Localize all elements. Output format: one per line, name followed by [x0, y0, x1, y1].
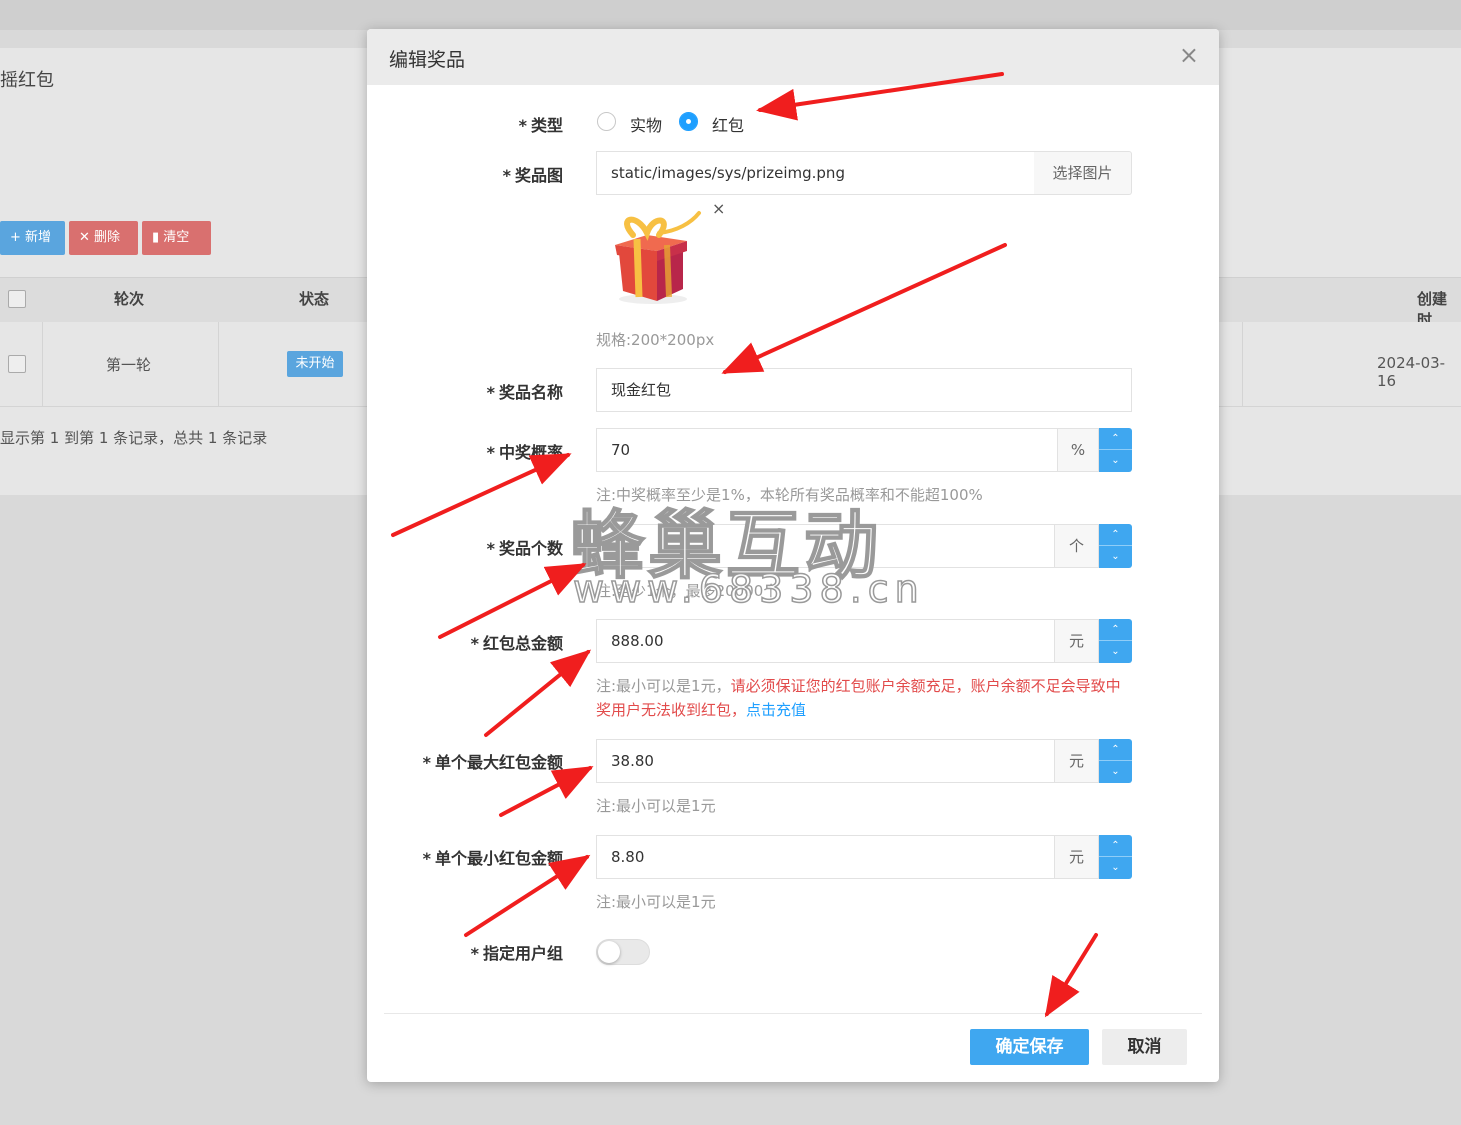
chevron-down-icon[interactable]: ⌄: [1111, 551, 1120, 562]
min-amount-unit: 元: [1055, 835, 1099, 879]
chevron-down-icon[interactable]: ⌄: [1111, 455, 1120, 466]
radio-physical-label[interactable]: 实物: [630, 116, 663, 135]
min-amount-hint: 注:最小可以是1元: [596, 893, 716, 911]
percent-unit: %: [1058, 428, 1099, 472]
total-amount-unit: 元: [1055, 619, 1099, 663]
total-amount-hint: 注:最小可以是1元，请必须保证您的红包账户余额充足，账户余额不足会导致中奖用户无…: [596, 677, 1121, 719]
status-badge: 未开始: [287, 351, 343, 377]
clear-button-label: 清空: [163, 230, 190, 245]
image-path-input[interactable]: static/images/sys/prizeimg.png: [596, 151, 1035, 195]
chevron-up-icon[interactable]: ⌃: [1099, 524, 1132, 546]
save-button[interactable]: 确定保存: [970, 1029, 1089, 1065]
watermark-url: www.68338.cn: [572, 566, 925, 612]
min-amount-label: *单个最小红包金额: [422, 849, 563, 868]
prize-name-label: *奖品名称: [486, 383, 563, 402]
chevron-up-icon[interactable]: ⌃: [1099, 619, 1132, 641]
radio-red-packet-label[interactable]: 红包: [712, 116, 745, 135]
chevron-up-icon[interactable]: ⌃: [1099, 835, 1132, 857]
min-amount-stepper[interactable]: ⌃⌄: [1099, 835, 1132, 879]
delete-button[interactable]: ✕ 删除: [69, 221, 138, 255]
chevron-up-icon[interactable]: ⌃: [1099, 739, 1132, 761]
count-unit: 个: [1055, 524, 1099, 568]
cell-created: 2024-03-16: [1377, 354, 1446, 390]
max-amount-stepper[interactable]: ⌃⌄: [1099, 739, 1132, 783]
recharge-link[interactable]: 点击充值: [746, 701, 807, 719]
gift-image: [615, 211, 701, 304]
radio-red-packet[interactable]: [679, 112, 698, 131]
image-label: *奖品图: [502, 166, 563, 185]
edit-prize-dialog: 编辑奖品 × *类型 实物 红包 *奖品图 static/images/sys/…: [367, 29, 1219, 1082]
dialog-title: 编辑奖品: [389, 49, 466, 71]
chevron-down-icon[interactable]: ⌄: [1111, 646, 1120, 657]
column-header-round: 轮次: [114, 290, 145, 308]
watermark-logo: 蜂巢互动: [569, 502, 882, 590]
clear-button[interactable]: ▮ 清空: [142, 221, 211, 255]
user-group-toggle[interactable]: [596, 939, 650, 965]
probability-label: *中奖概率: [486, 443, 563, 462]
total-amount-label: *红包总金额: [470, 634, 563, 653]
dialog-header: 编辑奖品 ×: [367, 29, 1219, 85]
probability-stepper[interactable]: ⌃⌄: [1099, 428, 1132, 472]
prize-name-input[interactable]: 现金红包: [596, 368, 1132, 412]
close-icon[interactable]: ×: [1178, 41, 1199, 69]
count-stepper[interactable]: ⌃⌄: [1099, 524, 1132, 568]
remove-image-icon[interactable]: ×: [712, 199, 726, 218]
user-group-label: *指定用户组: [470, 944, 563, 963]
add-button[interactable]: + 新增: [0, 221, 65, 255]
column-divider: [218, 322, 219, 406]
top-bar: [0, 0, 1461, 30]
chevron-down-icon[interactable]: ⌄: [1111, 862, 1120, 873]
max-amount-unit: 元: [1055, 739, 1099, 783]
max-amount-label: *单个最大红包金额: [422, 753, 563, 772]
cell-round: 第一轮: [106, 356, 152, 374]
footer-divider: [384, 1013, 1202, 1014]
row-checkbox[interactable]: [8, 355, 26, 373]
column-divider: [42, 322, 43, 406]
radio-physical[interactable]: [597, 112, 616, 131]
total-amount-input[interactable]: 888.00: [596, 619, 1055, 663]
select-all-checkbox[interactable]: [8, 290, 26, 308]
probability-input[interactable]: 70: [596, 428, 1058, 472]
chevron-down-icon[interactable]: ⌄: [1111, 766, 1120, 777]
pagination-info: 显示第 1 到第 1 条记录，总共 1 条记录: [0, 429, 268, 447]
max-amount-input[interactable]: 38.80: [596, 739, 1055, 783]
toggle-knob: [598, 941, 620, 963]
prize-count-input[interactable]: [596, 524, 1055, 568]
count-hint: 注:至少1个，最多20000个: [596, 582, 779, 600]
column-header-status: 状态: [299, 290, 330, 308]
total-amount-stepper[interactable]: ⌃⌄: [1099, 619, 1132, 663]
chevron-up-icon[interactable]: ⌃: [1099, 428, 1132, 450]
max-amount-hint: 注:最小可以是1元: [596, 797, 716, 815]
image-size-hint: 规格:200*200px: [596, 331, 715, 349]
prize-count-label: *奖品个数: [486, 539, 563, 558]
choose-image-button[interactable]: 选择图片: [1034, 151, 1132, 195]
cancel-button[interactable]: 取消: [1102, 1029, 1187, 1065]
type-label: *类型: [518, 116, 563, 135]
probability-hint: 注:中奖概率至少是1%，本轮所有奖品概率和不能超100%: [596, 486, 983, 504]
balance-warning: 请必须保证您的红包账户余额充足，账户余额不足会导致中奖用户无法收到红包，: [596, 677, 1121, 719]
page-title: 摇红包: [0, 70, 54, 91]
min-amount-input[interactable]: 8.80: [596, 835, 1055, 879]
column-divider: [1242, 322, 1243, 406]
trash-icon: ▮: [152, 230, 164, 245]
